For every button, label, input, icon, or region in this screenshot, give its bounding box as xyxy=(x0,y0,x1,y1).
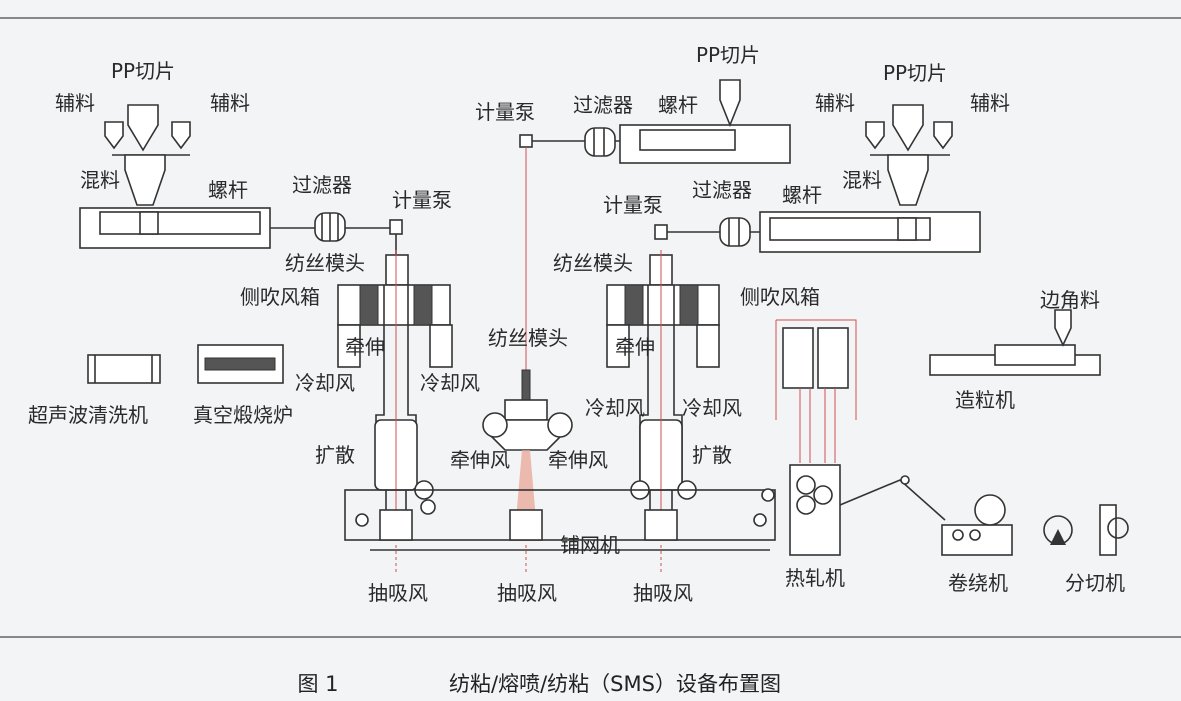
ultrasonic-cleaner xyxy=(87,354,161,384)
label-edge-trim: 边角料 xyxy=(1040,288,1100,312)
label-mb-die: 纺丝模头 xyxy=(488,326,568,350)
label-right-quench: 侧吹风箱 xyxy=(740,285,820,309)
label-right-diffuse: 扩散 xyxy=(692,443,732,467)
labels: PP切片 辅料 辅料 混料 螺杆 过滤器 计量泵 纺丝模头 侧吹风箱 牵伸 冷却… xyxy=(28,43,1125,605)
label-left-cool2: 冷却风 xyxy=(420,371,480,395)
web-former xyxy=(344,488,776,572)
right-spinning-tower xyxy=(606,250,720,520)
label-left-pump: 计量泵 xyxy=(392,188,452,212)
left-spinning-tower xyxy=(337,250,453,520)
figure-number: 图 1 xyxy=(297,672,338,696)
label-right-cool2: 冷却风 xyxy=(682,396,742,420)
figure-caption: 纺粘/熔喷/纺粘（SMS）设备布置图 xyxy=(449,672,781,696)
label-calender: 热轧机 xyxy=(785,566,845,590)
label-right-draw: 牵伸 xyxy=(615,335,655,359)
label-left-pp: PP切片 xyxy=(111,59,175,83)
label-right-die: 纺丝模头 xyxy=(553,251,633,275)
label-mb-screw: 螺杆 xyxy=(658,93,698,117)
label-left-mix: 混料 xyxy=(80,168,120,192)
label-suction3: 抽吸风 xyxy=(633,581,693,605)
label-mb-draw2: 牵伸风 xyxy=(548,448,608,472)
label-left-diffuse: 扩散 xyxy=(315,443,355,467)
calender xyxy=(775,319,946,556)
label-right-mix: 混料 xyxy=(842,168,882,192)
label-left-screw: 螺杆 xyxy=(208,178,248,202)
label-mb-pp: PP切片 xyxy=(696,43,760,67)
label-mb-draw1: 牵伸风 xyxy=(450,448,510,472)
label-left-cool1: 冷却风 xyxy=(295,371,355,395)
label-former: 铺网机 xyxy=(560,533,620,557)
label-left-die: 纺丝模头 xyxy=(285,251,365,275)
label-suction1: 抽吸风 xyxy=(368,581,428,605)
label-left-aux1: 辅料 xyxy=(55,91,95,115)
label-pelletizer: 造粒机 xyxy=(955,388,1015,412)
label-right-aux2: 辅料 xyxy=(970,91,1010,115)
label-left-aux2: 辅料 xyxy=(210,91,250,115)
pelletizer xyxy=(929,309,1101,376)
label-slitter: 分切机 xyxy=(1065,571,1125,595)
meltblown-line xyxy=(482,79,791,520)
label-right-pp: PP切片 xyxy=(883,61,947,85)
label-winder: 卷绕机 xyxy=(948,571,1008,595)
label-left-draw: 牵伸 xyxy=(345,335,385,359)
slitter xyxy=(1043,504,1129,556)
label-right-cool1: 冷却风 xyxy=(585,396,645,420)
label-right-filter: 过滤器 xyxy=(692,178,752,202)
label-right-aux1: 辅料 xyxy=(815,91,855,115)
label-right-screw: 螺杆 xyxy=(782,183,822,207)
label-right-pump: 计量泵 xyxy=(603,193,663,217)
winder xyxy=(941,494,1013,556)
label-suction2: 抽吸风 xyxy=(497,581,557,605)
right-spunbond-extruder xyxy=(654,104,981,253)
vacuum-furnace xyxy=(197,344,284,384)
label-vacuum: 真空煅烧炉 xyxy=(193,403,293,427)
label-left-filter: 过滤器 xyxy=(292,173,352,197)
label-ultrasonic: 超声波清洗机 xyxy=(28,403,148,427)
left-spunbond-extruder xyxy=(79,104,403,255)
label-left-quench: 侧吹风箱 xyxy=(240,285,320,309)
label-mb-filter: 过滤器 xyxy=(573,93,633,117)
label-mb-pump: 计量泵 xyxy=(475,100,535,124)
